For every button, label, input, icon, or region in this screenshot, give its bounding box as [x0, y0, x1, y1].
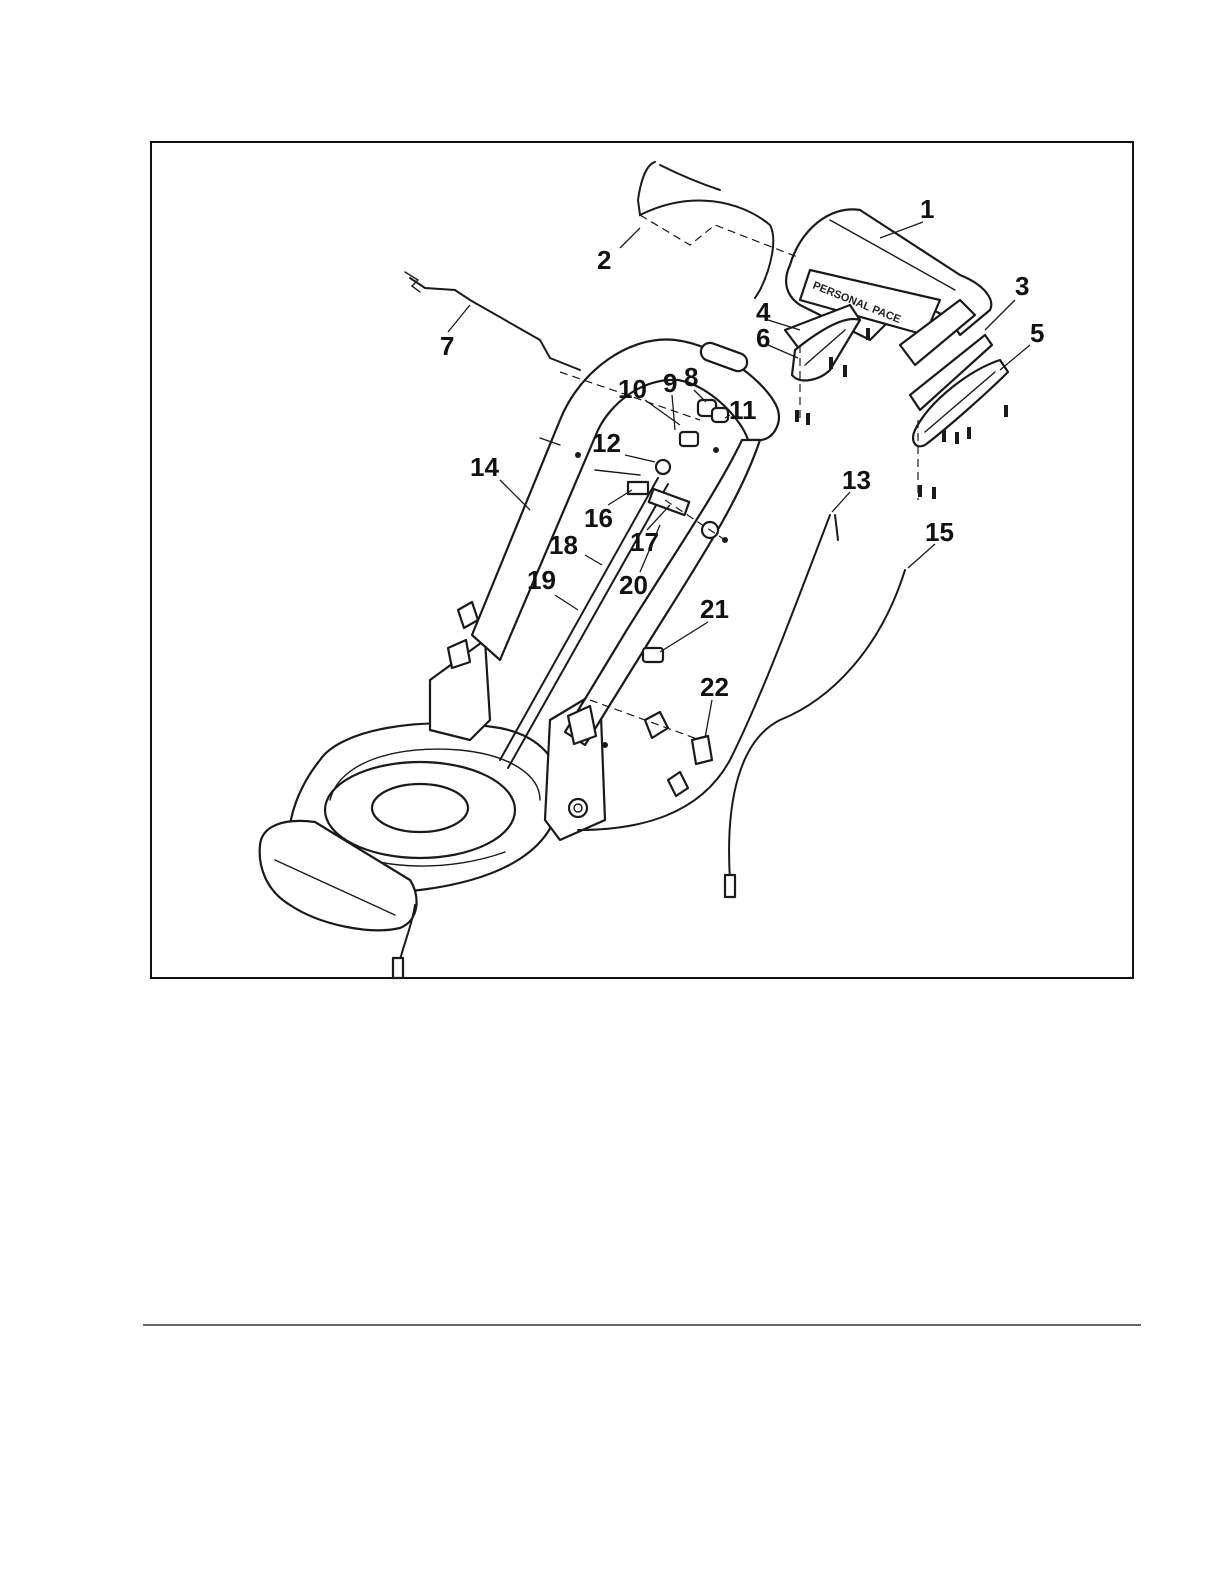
callout-5: 5 [1030, 318, 1044, 348]
callout-10: 10 [618, 374, 647, 404]
callout-20: 20 [619, 570, 648, 600]
callout-3: 3 [1015, 271, 1029, 301]
callout-9: 9 [663, 368, 677, 398]
callout-2: 2 [597, 245, 611, 275]
callout-15: 15 [925, 517, 954, 547]
callout-11: 11 [729, 395, 757, 425]
callout-13: 13 [842, 465, 871, 495]
callout-1: 1 [920, 194, 934, 224]
callout-6: 6 [756, 323, 770, 353]
callout-17: 17 [630, 527, 659, 557]
callout-12: 12 [592, 428, 621, 458]
callout-16: 16 [584, 503, 613, 533]
callout-8: 8 [684, 362, 698, 392]
callout-7: 7 [440, 331, 454, 361]
callout-21: 21 [700, 594, 729, 624]
callout-22: 22 [700, 672, 729, 702]
callout-14: 14 [470, 452, 499, 482]
callout-18: 18 [549, 530, 578, 560]
callout-19: 19 [527, 565, 556, 595]
